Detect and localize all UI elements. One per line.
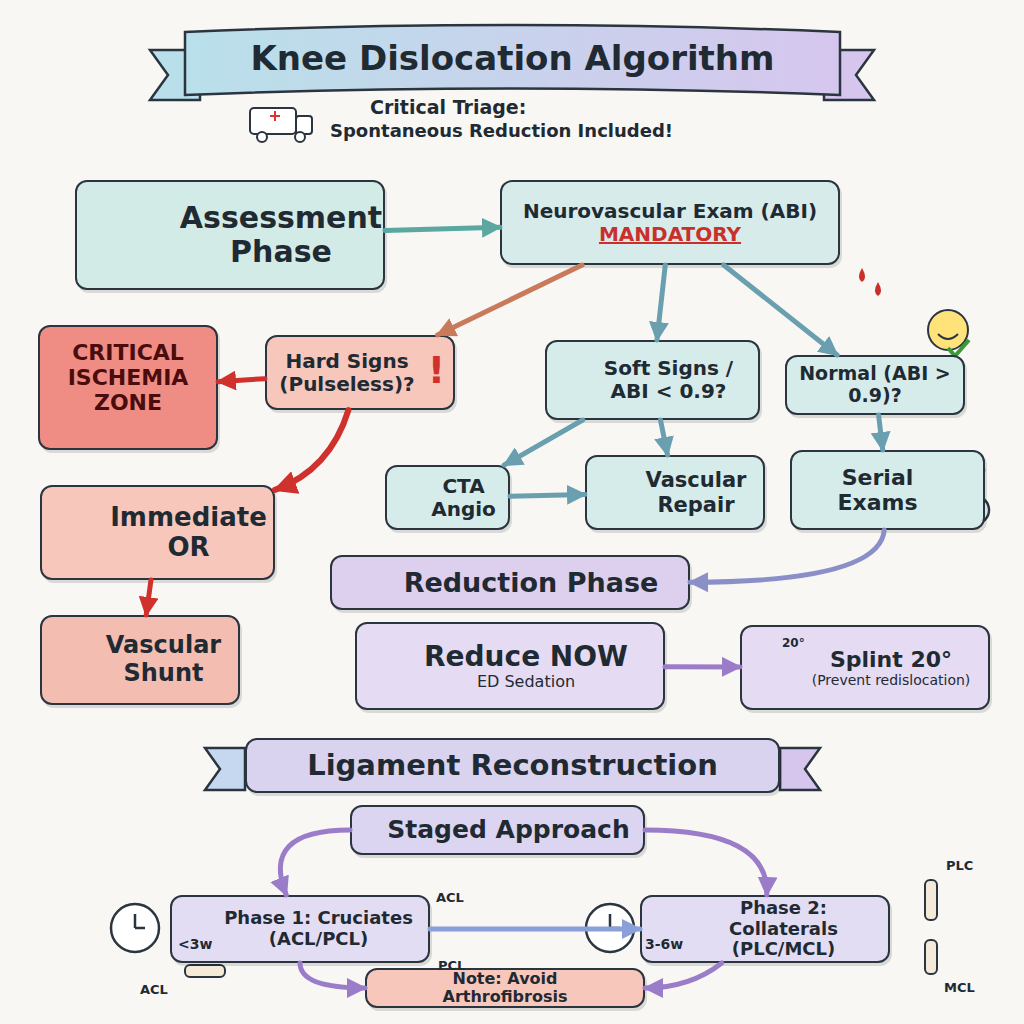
flow-arrow (300, 963, 365, 988)
decision-box: Soft Signs / ABI < 0.9? (545, 340, 760, 420)
process-box: Serial Exams (790, 450, 985, 530)
node-text: Hard Signs (Pulseless)? (275, 350, 419, 396)
node-text: CTA Angio (427, 475, 500, 521)
flow-arrow (690, 530, 884, 582)
annotation-label: Critical Triage: (370, 96, 526, 118)
annotation-label: ACL (140, 982, 168, 997)
node-text: Vascular Shunt (97, 632, 230, 687)
smiley-icon (928, 310, 969, 356)
node-text: Splint 20° (830, 647, 952, 672)
annotation-label: Spontaneous Reduction Included! (330, 120, 673, 141)
phase-box: Assessment Phase (75, 180, 385, 290)
annotation-label: PCL (438, 958, 465, 973)
node-text: Normal (ABI > 0.9)? (795, 363, 955, 407)
process-box: Immediate OR (40, 485, 275, 580)
process-box: Vascular Shunt (40, 615, 240, 705)
node-text: Reduction Phase (404, 567, 659, 598)
note-box: Note: Avoid Arthrofibrosis (365, 968, 645, 1008)
alert-box: CRITICAL ISCHEMIA ZONE (38, 325, 218, 450)
phase-box: Phase 2: Collaterals (PLC/MCL) (640, 895, 890, 963)
flow-arrow (275, 410, 348, 490)
flow-arrow (665, 664, 740, 669)
flow-arrow (504, 420, 583, 465)
phase-box: Reduction Phase (330, 555, 690, 610)
annotation-label: ACL (436, 890, 464, 905)
process-box: Neurovascular Exam (ABI)MANDATORY (500, 180, 840, 265)
flow-arrow (661, 420, 668, 455)
process-box: Reduce NOWED Sedation (355, 622, 665, 710)
flow-arrow (146, 580, 151, 615)
flow-arrow (280, 830, 350, 895)
node-text: Phase 2: Collaterals (PLC/MCL) (687, 898, 880, 960)
node-text: CRITICAL ISCHEMIA ZONE (48, 340, 208, 416)
node-text: Reduce NOW (424, 641, 628, 673)
flow-arrow (657, 265, 665, 340)
process-box: Vascular Repair (585, 455, 765, 530)
node-text: Staged Approach (387, 816, 629, 845)
blood-drops (859, 268, 881, 296)
process-box: CTA Angio (385, 465, 510, 530)
node-text: Neurovascular Exam (ABI) (523, 200, 817, 223)
decision-box: Hard Signs (Pulseless)?! (265, 335, 455, 410)
node-text: Ligament Reconstruction (307, 749, 718, 782)
node-text: Phase 1: Cruciates (ACL/PCL) (217, 908, 420, 949)
node-text: ! (428, 349, 445, 393)
process-box: Splint 20°(Prevent redislocation) (740, 625, 990, 710)
annotation-label: PLC (946, 858, 973, 873)
process-box: Staged Approach (350, 805, 645, 855)
ambulance-icon (250, 108, 312, 142)
phase-box: Phase 1: Cruciates (ACL/PCL) (170, 895, 430, 963)
annotation-label: <3w (178, 936, 212, 952)
node-text: Vascular Repair (637, 468, 755, 516)
flow-arrow (438, 265, 583, 335)
flow-arrow (510, 494, 585, 496)
title-ribbon (150, 25, 874, 100)
flow-arrow (430, 927, 640, 932)
flow-arrow (645, 830, 767, 895)
node-text: ED Sedation (477, 673, 575, 691)
flow-arrow (218, 379, 265, 382)
decision-box: Normal (ABI > 0.9)? (785, 355, 965, 415)
node-text: Serial Exams (812, 465, 943, 516)
annotation-label: 3-6w (645, 936, 683, 952)
node-text: Note: Avoid Arthrofibrosis (397, 970, 613, 1007)
node-text: MANDATORY (599, 223, 741, 246)
annotation-label: 20° (782, 636, 805, 650)
node-text: Immediate OR (110, 503, 267, 563)
diagram-title: Knee Dislocation Algorithm (185, 38, 840, 78)
node-text: (Prevent redislocation) (812, 672, 971, 688)
node-text: Assessment Phase (180, 201, 382, 270)
node-text: Soft Signs / ABI < 0.9? (587, 357, 750, 403)
flow-arrow (385, 227, 500, 230)
section-ribbon: Ligament Reconstruction (245, 738, 780, 793)
clock-icons (111, 456, 989, 952)
annotation-label: MCL (944, 980, 975, 995)
flow-arrow (879, 415, 883, 450)
flow-arrow (645, 963, 722, 988)
